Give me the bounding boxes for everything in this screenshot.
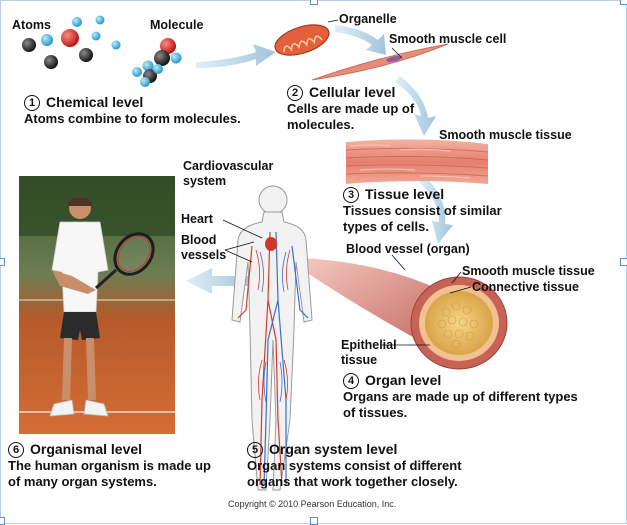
- blood-vessel-organ-label: Blood vessel (organ): [346, 242, 470, 256]
- connective-tissue-label: Connective tissue: [472, 280, 579, 294]
- smooth-muscle-tissue-label: Smooth muscle tissue: [439, 128, 572, 142]
- level-5-heading: 5 Organ system level: [247, 441, 397, 458]
- smooth-muscle-cell-label: Smooth muscle cell: [389, 32, 507, 46]
- resize-handle-top-right[interactable]: [620, 0, 627, 5]
- tennis-player-photo: [19, 176, 175, 434]
- level-2-heading: 2 Cellular level: [287, 84, 395, 101]
- organelle-illustration: [274, 19, 339, 56]
- level-6-heading: 6 Organismal level: [8, 441, 142, 458]
- level-5-description: Organ systems consist of different organ…: [247, 458, 462, 489]
- resize-handle-left[interactable]: [0, 258, 5, 266]
- level-4-title: Organ level: [365, 372, 442, 388]
- level-4-heading: 4 Organ level: [343, 372, 441, 389]
- level-2-title: Cellular level: [309, 84, 396, 100]
- level-3-number: 3: [343, 187, 359, 203]
- flow-arrows: [186, 25, 453, 294]
- organelle-label: Organelle: [339, 12, 397, 26]
- epithelial-tissue-label: Epithelial tissue: [341, 338, 397, 367]
- smooth-muscle-tissue-illustration: [345, 139, 489, 184]
- level-1-number: 1: [24, 95, 40, 111]
- level-4-description: Organs are made up of different types of…: [343, 389, 578, 420]
- copyright-notice: Copyright © 2010 Pearson Education, Inc.: [228, 499, 397, 509]
- level-5-title: Organ system level: [269, 441, 398, 457]
- level-3-description: Tissues consist of similar types of cell…: [343, 203, 502, 234]
- level-5-number: 5: [247, 442, 263, 458]
- tennis-racket: [94, 232, 155, 290]
- level-2-description: Cells are made up of molecules.: [287, 101, 415, 132]
- level-1-heading: 1 Chemical level: [24, 94, 143, 111]
- smooth-muscle-tissue-organ-label: Smooth muscle tissue: [462, 264, 595, 278]
- heart-label: Heart: [181, 212, 213, 226]
- level-4-number: 4: [343, 373, 359, 389]
- resize-handle-top[interactable]: [310, 0, 318, 5]
- molecule-label: Molecule: [150, 18, 204, 32]
- level-6-title: Organismal level: [30, 441, 143, 457]
- blood-vessels-label: Blood vessels: [181, 233, 227, 262]
- smooth-muscle-cell-illustration: [311, 43, 449, 81]
- level-3-title: Tissue level: [365, 186, 445, 202]
- atoms-illustration: [22, 15, 121, 69]
- level-6-description: The human organism is made up of many or…: [8, 458, 211, 489]
- blood-vessel-illustration: [300, 254, 508, 370]
- level-1-description: Atoms combine to form molecules.: [24, 111, 241, 126]
- level-2-number: 2: [287, 85, 303, 101]
- atoms-label: Atoms: [12, 18, 51, 32]
- molecule-illustration: [132, 38, 182, 87]
- player-figure: [49, 197, 109, 417]
- level-3-heading: 3 Tissue level: [343, 186, 444, 203]
- cardiovascular-system-label: Cardiovascular system: [183, 159, 274, 188]
- resize-handle-right[interactable]: [620, 258, 627, 266]
- cardiovascular-system-illustration: [222, 185, 313, 491]
- level-1-title: Chemical level: [46, 94, 144, 110]
- level-6-number: 6: [8, 442, 24, 458]
